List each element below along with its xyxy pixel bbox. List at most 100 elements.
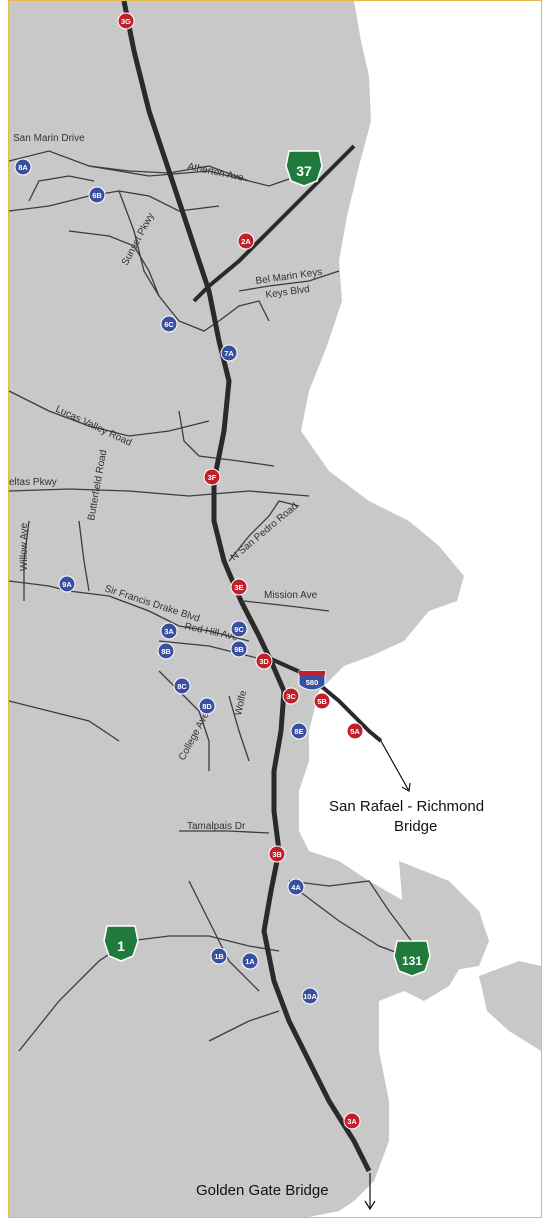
exit-1a: 1A bbox=[241, 952, 259, 970]
road-southern-1 bbox=[128, 935, 280, 952]
svg-text:3F: 3F bbox=[208, 473, 217, 482]
road-n-san-pedro bbox=[228, 500, 300, 562]
exit-8d: 8D bbox=[198, 697, 216, 715]
label-willow: Willow Ave bbox=[19, 522, 30, 571]
svg-text:8E: 8E bbox=[294, 727, 303, 736]
sr131-shield: 131 bbox=[393, 940, 431, 977]
road-san-marin bbox=[9, 150, 250, 182]
road-novato-2 bbox=[28, 175, 95, 202]
local-roads bbox=[9, 150, 420, 1052]
golden-gate-label: Golden Gate Bridge bbox=[196, 1182, 329, 1199]
exit-2a: 2A bbox=[237, 232, 255, 250]
richmond-bridge-label-line1: San Rafael - Richmond bbox=[329, 798, 484, 815]
label-wolfe: Wolfe bbox=[233, 689, 249, 717]
svg-text:3B: 3B bbox=[272, 850, 282, 859]
exit-8a: 8A bbox=[14, 158, 32, 176]
svg-text:6C: 6C bbox=[164, 320, 174, 329]
land-east-edge bbox=[479, 961, 541, 1051]
svg-text:3A: 3A bbox=[347, 1117, 357, 1126]
label-smith-ranch: eltas Pkwy bbox=[9, 477, 57, 488]
road-southern-2 bbox=[288, 880, 420, 952]
exit-3a-local: 3A bbox=[160, 622, 178, 640]
svg-text:10A: 10A bbox=[303, 992, 317, 1001]
svg-text:5A: 5A bbox=[350, 727, 360, 736]
exit-7a: 7A bbox=[220, 344, 238, 362]
road-smith-ranch bbox=[9, 488, 310, 497]
exit-5a: 5A bbox=[346, 722, 364, 740]
sr37-shield: 37 bbox=[285, 150, 323, 187]
marin-highway-map: San Marin Drive Atherton Ave Sunset Pkwy… bbox=[9, 1, 541, 1217]
svg-text:9A: 9A bbox=[62, 580, 72, 589]
exit-6b: 6B bbox=[88, 186, 106, 204]
exit-3b: 3B bbox=[268, 845, 286, 863]
exit-8e: 8E bbox=[290, 722, 308, 740]
road-sunset-2 bbox=[68, 230, 160, 297]
svg-text:9B: 9B bbox=[234, 645, 244, 654]
svg-text:5B: 5B bbox=[317, 697, 327, 706]
road-willow bbox=[23, 520, 30, 601]
exit-5b: 5B bbox=[313, 692, 331, 710]
road-college bbox=[158, 670, 210, 771]
exit-3e: 3E bbox=[230, 578, 248, 596]
richmond-bridge-arrow bbox=[380, 740, 411, 792]
svg-text:1: 1 bbox=[117, 938, 125, 954]
sr1-shield: 1 bbox=[103, 925, 139, 962]
svg-text:8A: 8A bbox=[18, 163, 28, 172]
i580-shield: 580 bbox=[298, 670, 326, 691]
svg-text:3E: 3E bbox=[234, 583, 243, 592]
exit-8b: 8B bbox=[157, 642, 175, 660]
exits-101: 3G 2A 3F 3E 3D 3C 5B 5A 3B 3A bbox=[117, 12, 364, 1130]
exit-3d: 3D bbox=[255, 652, 273, 670]
exit-3a-101: 3A bbox=[343, 1112, 361, 1130]
exit-3c: 3C bbox=[282, 687, 300, 705]
exits-local: 8A 6B 6C 7A 9A 9C 9B 3A 8B 8C 8D 8E 4A 1… bbox=[14, 158, 319, 1005]
exit-9c: 9C bbox=[230, 620, 248, 638]
svg-text:1B: 1B bbox=[214, 952, 224, 961]
exit-3f: 3F bbox=[203, 468, 221, 486]
svg-text:6B: 6B bbox=[92, 191, 102, 200]
svg-text:4A: 4A bbox=[291, 883, 301, 892]
road-misc-1 bbox=[9, 700, 120, 742]
road-tamalpais bbox=[179, 830, 270, 834]
land-north bbox=[9, 1, 464, 1217]
exit-10a: 10A bbox=[301, 987, 319, 1005]
svg-text:7A: 7A bbox=[224, 349, 234, 358]
label-san-marin: San Marin Drive bbox=[13, 133, 85, 144]
svg-text:3A: 3A bbox=[164, 627, 174, 636]
road-lucas-2 bbox=[178, 410, 275, 467]
map-frame: San Marin Drive Atherton Ave Sunset Pkwy… bbox=[8, 0, 542, 1218]
exit-9a: 9A bbox=[58, 575, 76, 593]
road-sir-francis bbox=[9, 580, 250, 642]
svg-text:131: 131 bbox=[402, 954, 422, 968]
us101-route bbox=[121, 1, 372, 1173]
label-tamalpais: Tamalpais Dr bbox=[187, 821, 246, 832]
golden-gate-arrow bbox=[364, 1173, 376, 1211]
exit-6c: 6C bbox=[160, 315, 178, 333]
svg-text:580: 580 bbox=[306, 678, 319, 687]
richmond-bridge-label-line2: Bridge bbox=[394, 818, 437, 835]
road-wolfe bbox=[228, 695, 250, 762]
svg-text:9C: 9C bbox=[234, 625, 244, 634]
svg-text:8C: 8C bbox=[177, 682, 187, 691]
road-misc-3 bbox=[208, 1010, 280, 1042]
exit-9b: 9B bbox=[230, 640, 248, 658]
exit-3g: 3G bbox=[117, 12, 135, 30]
i580-route bbox=[270, 657, 383, 743]
svg-text:3G: 3G bbox=[121, 17, 131, 26]
exit-1b: 1B bbox=[210, 947, 228, 965]
road-atherton bbox=[88, 165, 290, 187]
svg-text:2A: 2A bbox=[241, 237, 251, 246]
svg-text:8D: 8D bbox=[202, 702, 212, 711]
land-east-peninsula bbox=[399, 861, 489, 971]
road-bel-marin bbox=[238, 270, 340, 292]
road-keys-blvd bbox=[218, 300, 270, 322]
svg-text:37: 37 bbox=[296, 163, 312, 179]
svg-text:3D: 3D bbox=[259, 657, 269, 666]
exit-4a: 4A bbox=[287, 878, 305, 896]
svg-text:1A: 1A bbox=[245, 957, 255, 966]
label-mission: Mission Ave bbox=[264, 590, 318, 601]
road-mission bbox=[243, 600, 330, 612]
road-misc-2 bbox=[188, 880, 260, 992]
svg-text:3C: 3C bbox=[286, 692, 296, 701]
road-lucas-valley bbox=[9, 390, 210, 437]
